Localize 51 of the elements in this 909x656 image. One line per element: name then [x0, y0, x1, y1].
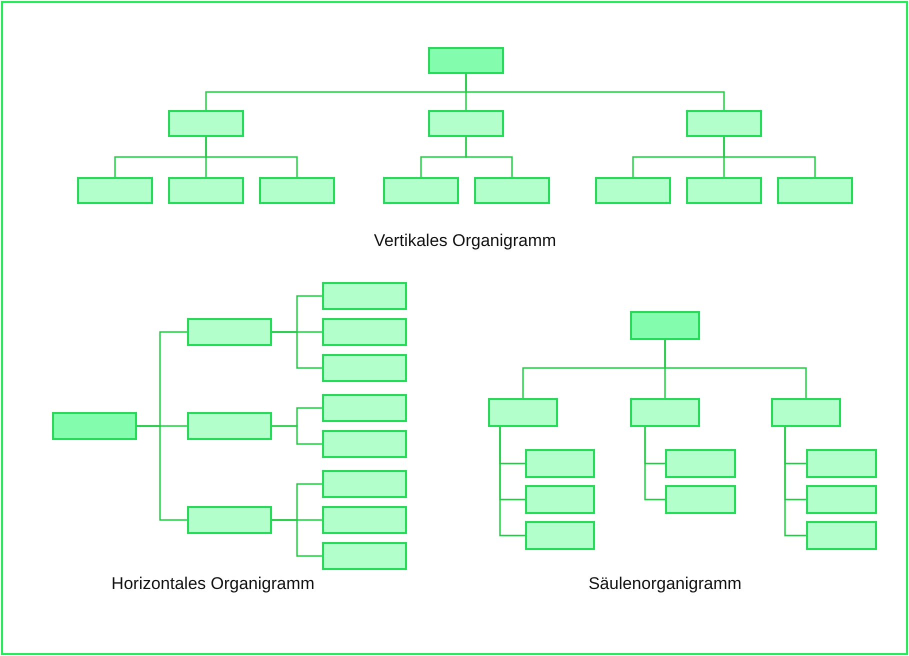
connector-line: [784, 427, 806, 536]
org-box: [52, 412, 137, 440]
org-box: [630, 311, 700, 340]
org-box: [322, 354, 407, 382]
org-box: [428, 47, 504, 74]
org-box: [322, 542, 407, 570]
org-box: [187, 318, 272, 346]
org-box: [686, 177, 762, 204]
org-box: [665, 485, 736, 514]
org-box: [168, 110, 244, 137]
org-box: [630, 398, 700, 427]
connector-line: [272, 331, 322, 369]
org-box: [322, 506, 407, 534]
org-box: [686, 110, 762, 137]
org-box: [322, 282, 407, 310]
diagram-caption: Vertikales Organigramm: [374, 231, 556, 251]
org-box: [77, 177, 153, 204]
connector-line: [499, 427, 525, 536]
connector-line: [465, 137, 513, 177]
connector-line: [137, 425, 187, 521]
connector-line: [205, 137, 298, 177]
diagram-caption: Säulenorganigramm: [588, 574, 742, 594]
org-box: [168, 177, 244, 204]
org-box: [525, 521, 595, 550]
org-box: [488, 398, 558, 427]
org-box: [525, 449, 595, 478]
org-box: [806, 449, 877, 478]
org-box: [777, 177, 853, 204]
org-box: [806, 521, 877, 550]
org-box: [806, 485, 877, 514]
connector-line: [272, 425, 322, 445]
org-box: [322, 430, 407, 458]
connector-line: [723, 137, 816, 177]
org-box: [428, 110, 504, 137]
connector-line: [272, 519, 322, 557]
org-box: [383, 177, 459, 204]
org-box: [187, 412, 272, 440]
org-box: [525, 485, 595, 514]
connector-line: [664, 340, 807, 398]
org-box: [322, 394, 407, 422]
org-box: [322, 318, 407, 346]
connector-line: [465, 74, 725, 110]
org-box: [322, 470, 407, 498]
org-box: [259, 177, 335, 204]
org-box: [187, 506, 272, 534]
org-box: [474, 177, 550, 204]
connector-line: [644, 427, 665, 500]
org-box: [595, 177, 671, 204]
org-box: [665, 449, 736, 478]
org-box: [771, 398, 841, 427]
diagram-caption: Horizontales Organigramm: [111, 574, 315, 594]
